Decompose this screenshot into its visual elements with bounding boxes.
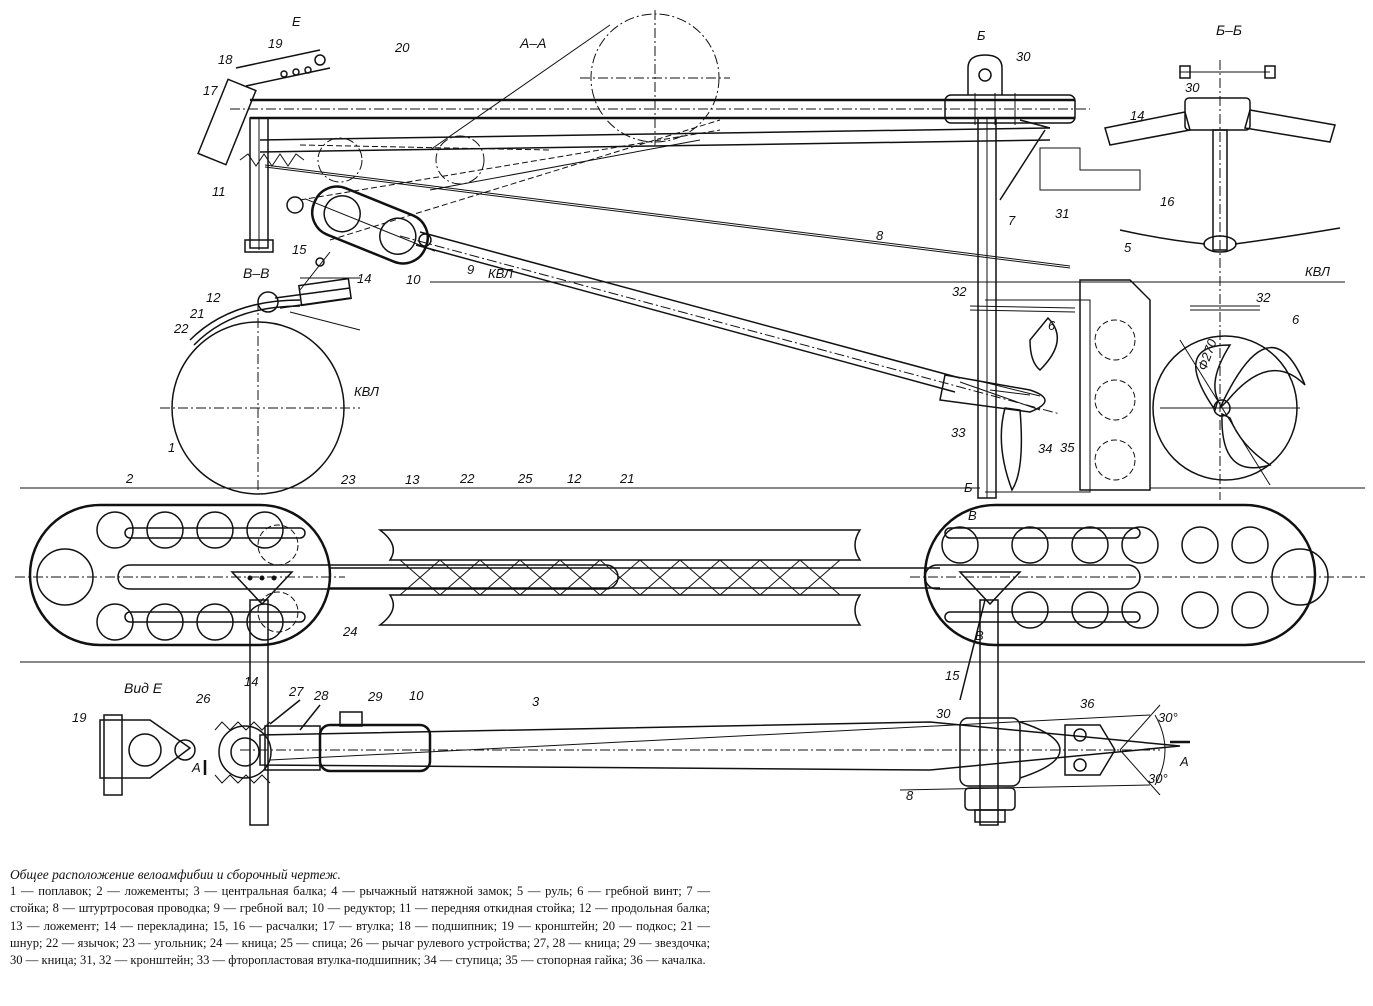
- section-bb: [1104, 60, 1345, 500]
- callout: 24: [342, 624, 357, 639]
- callout: 15: [945, 668, 960, 683]
- callout: 15: [292, 242, 307, 257]
- section-marker-v-bottom: В: [975, 628, 984, 643]
- callout: 14: [244, 674, 258, 689]
- view-e: [99, 699, 1190, 823]
- callout: 16: [1160, 194, 1175, 209]
- callout: 36: [1080, 696, 1095, 711]
- callout: 29: [367, 689, 382, 704]
- section-marker-b-bottom: Б: [964, 480, 973, 495]
- callout: 25: [517, 471, 533, 486]
- callout: 9: [467, 262, 474, 277]
- callout: 1: [168, 440, 175, 455]
- callout: 33: [951, 425, 966, 440]
- callout: 23: [340, 472, 356, 487]
- callout: 6: [1292, 312, 1300, 327]
- callout: 10: [406, 272, 421, 287]
- callout: 17: [203, 83, 218, 98]
- section-marker-v-top: В: [968, 508, 977, 523]
- callout: 27: [288, 684, 304, 699]
- callout: 13: [405, 472, 420, 487]
- callout: 10: [409, 688, 424, 703]
- dim-angle-top: 30°: [1158, 710, 1178, 725]
- section-label-view-e: Вид Е: [124, 680, 163, 696]
- section-vv: [160, 251, 361, 495]
- section-marker-b-top: Б: [977, 28, 986, 43]
- waterline-label-vv: КВЛ: [354, 384, 379, 399]
- callout: 7: [1008, 213, 1016, 228]
- assembly-drawing: А–А Б–Б В–В Вид Е Е Б Б В В А А КВЛ КВЛ …: [15, 10, 1365, 826]
- dim-angle-bottom: 30°: [1148, 771, 1168, 786]
- callout: 22: [173, 321, 189, 336]
- section-label-bb: Б–Б: [1216, 22, 1242, 38]
- callout: 32: [952, 284, 967, 299]
- callout: 14: [1130, 108, 1144, 123]
- caption: Общее расположение велоамфибии и сборочн…: [10, 866, 710, 969]
- callout: 14: [357, 271, 371, 286]
- callout: 5: [1124, 240, 1132, 255]
- callout: 3: [532, 694, 540, 709]
- callout: 30: [936, 706, 951, 721]
- section-marker-a-left: А: [191, 760, 201, 775]
- callout: 8: [906, 788, 914, 803]
- section-label-vv: В–В: [243, 265, 269, 281]
- callout: 34: [1038, 441, 1052, 456]
- callout: 12: [567, 471, 582, 486]
- callout: 21: [619, 471, 634, 486]
- caption-title: Общее расположение велоамфибии и сборочн…: [10, 867, 341, 882]
- callout: 22: [459, 471, 475, 486]
- callout: 30: [1016, 49, 1031, 64]
- callout: 2: [125, 471, 134, 486]
- callout: 35: [1060, 440, 1075, 455]
- callout: 30: [1185, 80, 1200, 95]
- callout: 21: [189, 306, 204, 321]
- callout: 8: [876, 228, 884, 243]
- waterline-label-bb: КВЛ: [1305, 264, 1330, 279]
- callout: 19: [72, 710, 86, 725]
- callout: 19: [268, 36, 282, 51]
- side-view-aa: [197, 10, 1160, 499]
- callout: 32: [1256, 290, 1271, 305]
- section-marker-e: Е: [292, 14, 301, 29]
- callout: 6: [1048, 318, 1056, 333]
- caption-legend: 1 — поплавок; 2 — ложементы; 3 — централ…: [10, 884, 710, 968]
- callout: 28: [313, 688, 329, 703]
- callout: 11: [212, 184, 226, 199]
- section-label-aa: А–А: [519, 35, 546, 51]
- callout: 26: [195, 691, 211, 706]
- waterline-label-side: КВЛ: [488, 266, 513, 281]
- callout: 12: [206, 290, 221, 305]
- callout: 18: [218, 52, 233, 67]
- section-marker-a-right: А: [1179, 754, 1189, 769]
- plan-view: [15, 487, 1365, 826]
- callout: 20: [394, 40, 410, 55]
- callout: 31: [1055, 206, 1069, 221]
